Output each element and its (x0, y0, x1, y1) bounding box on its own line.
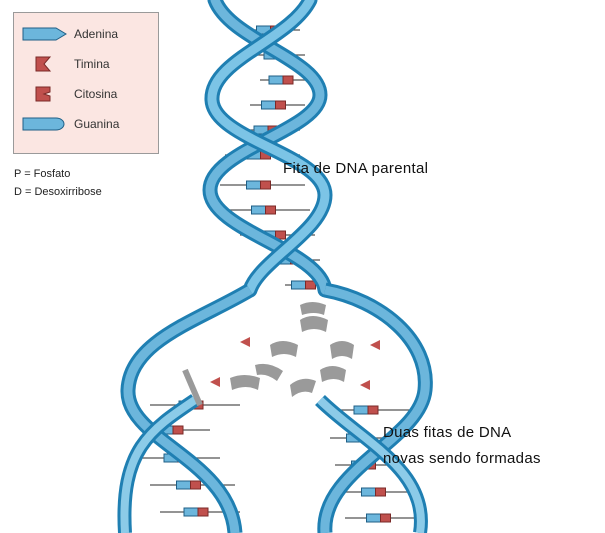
daughter-helix-right (315, 282, 433, 533)
legend-label: Guanina (74, 117, 120, 131)
legend-item-guanine: Guanina (14, 111, 160, 139)
daughter-helix-left (117, 283, 254, 533)
base-block (265, 205, 276, 215)
legend-label: Timina (74, 57, 110, 71)
base-block (172, 425, 184, 435)
base-block (291, 280, 306, 290)
new-strands-label-line2: novas sendo formadas (383, 450, 541, 467)
base-block (190, 480, 201, 490)
base-block (183, 507, 199, 517)
base-block (251, 205, 266, 215)
base-block (275, 230, 286, 240)
parental-helix (202, 0, 333, 298)
legend-item-cytosine: Citosina (14, 81, 160, 109)
adenine-icon (22, 27, 67, 41)
guanine-icon (22, 117, 65, 131)
base-block (375, 487, 386, 497)
cytosine-icon (35, 86, 51, 102)
base-block (380, 513, 391, 523)
base-block (246, 180, 261, 190)
base-block (361, 487, 376, 497)
legend-item-adenine: Adenina (14, 21, 160, 49)
base-block (275, 100, 286, 110)
base-block (260, 180, 271, 190)
legend-label: Citosina (74, 87, 118, 101)
base-block (282, 75, 294, 85)
base-block (367, 405, 379, 415)
legend-item-thymine: Timina (14, 51, 160, 79)
deoxyribose-abbreviation: D = Desoxirribose (14, 186, 102, 198)
base-block (176, 480, 191, 490)
base-block (268, 75, 284, 85)
new-strands-label-line1: Duas fitas de DNA (383, 424, 512, 441)
base-block (305, 280, 316, 290)
legend: Adenina Timina Citosina Guanina (13, 12, 159, 154)
free-nucleotides (210, 302, 380, 397)
base-block (366, 513, 381, 523)
base-block (353, 405, 369, 415)
legend-label: Adenina (74, 27, 119, 41)
base-block (197, 507, 209, 517)
base-block (261, 100, 276, 110)
parental-strand-label: Fita de DNA parental (283, 160, 429, 177)
phosphate-abbreviation: P = Fosfato (14, 168, 71, 180)
thymine-icon (35, 56, 52, 72)
